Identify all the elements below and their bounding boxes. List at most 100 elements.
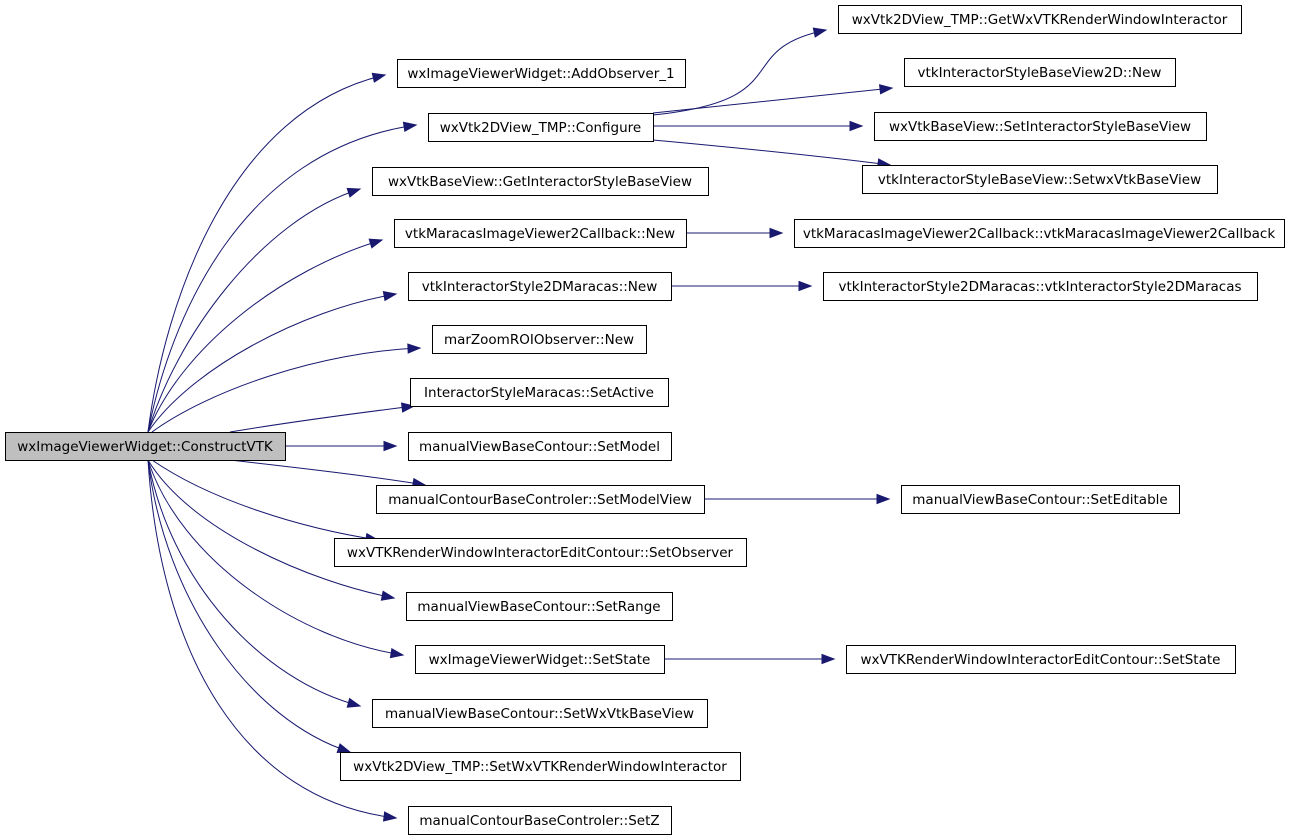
node-label: marZoomROIObserver::New xyxy=(444,332,634,348)
node-label: manualContourBaseControler::SetModelView xyxy=(388,492,692,508)
node-getistyle[interactable]: wxVtkBaseView::GetInteractorStyleBaseVie… xyxy=(372,167,709,196)
node-addobs[interactable]: wxImageViewerWidget::AddObserver_1 xyxy=(397,59,686,88)
arrowhead xyxy=(382,811,398,822)
edge-line xyxy=(229,459,426,486)
edge-is2dnew-to-is2dctor xyxy=(671,280,813,292)
node-box[interactable] xyxy=(428,113,654,142)
arrowhead xyxy=(402,121,418,132)
edge-configure-to-bv2dnew xyxy=(652,84,894,114)
edge-setmodelview-to-seteditable xyxy=(704,493,891,505)
node-setwxvtk[interactable]: manualViewBaseContour::SetWxVtkBaseView xyxy=(372,699,708,728)
node-label: manualViewBaseContour::SetEditable xyxy=(912,492,1167,508)
node-setobserver[interactable]: wxVTKRenderWindowInteractorEditContour::… xyxy=(334,538,747,567)
node-box[interactable] xyxy=(5,432,286,461)
node-box[interactable] xyxy=(794,219,1285,248)
node-box[interactable] xyxy=(410,378,669,407)
node-box[interactable] xyxy=(901,485,1180,514)
arrowhead xyxy=(769,227,784,239)
node-label: manualViewBaseContour::SetModel xyxy=(419,439,660,455)
node-box[interactable] xyxy=(372,699,708,728)
node-box[interactable] xyxy=(862,165,1218,194)
node-box[interactable] xyxy=(846,645,1236,674)
node-box[interactable] xyxy=(340,752,741,781)
node-setz[interactable]: manualContourBaseControler::SetZ xyxy=(408,806,672,835)
node-is2dctor[interactable]: vtkInteractorStyle2DMaracas::vtkInteract… xyxy=(823,272,1258,301)
node-label: wxVTKRenderWindowInteractorEditContour::… xyxy=(861,652,1221,668)
edge-root-to-setobserver xyxy=(151,459,380,544)
node-label: vtkInteractorStyle2DMaracas::vtkInteract… xyxy=(839,279,1242,295)
node-box[interactable] xyxy=(376,485,705,514)
node-setrwi[interactable]: wxVtk2DView_TMP::SetWxVTKRenderWindowInt… xyxy=(340,752,741,781)
edge-root-to-setmodel xyxy=(285,440,398,452)
edge-line xyxy=(151,459,379,541)
node-label: wxVtkBaseView::SetInteractorStyleBaseVie… xyxy=(889,119,1191,135)
node-label: wxImageViewerWidget::AddObserver_1 xyxy=(407,66,674,82)
node-box[interactable] xyxy=(372,167,709,196)
node-label: vtkInteractorStyle2DMaracas::New xyxy=(422,279,658,295)
node-setstate2[interactable]: wxVTKRenderWindowInteractorEditContour::… xyxy=(846,645,1236,674)
node-setmodel[interactable]: manualViewBaseContour::SetModel xyxy=(408,432,672,461)
edge-root-to-zoomnew xyxy=(151,343,422,433)
edge-line xyxy=(151,347,421,433)
edge-root-to-setrwi xyxy=(147,459,352,754)
node-getrwi[interactable]: wxVtk2DView_TMP::GetWxVTKRenderWindowInt… xyxy=(838,5,1242,34)
node-box[interactable] xyxy=(432,325,647,354)
edge-root-to-setactive xyxy=(229,402,416,433)
node-box[interactable] xyxy=(397,59,686,88)
node-setmodelview[interactable]: manualContourBaseControler::SetModelView xyxy=(376,485,705,514)
arrowhead xyxy=(382,290,398,302)
node-is2dnew[interactable]: vtkInteractorStyle2DMaracas::New xyxy=(408,272,672,301)
arrowhead xyxy=(368,238,384,249)
node-box[interactable] xyxy=(415,645,665,674)
node-setrange[interactable]: manualViewBaseContour::SetRange xyxy=(406,592,673,621)
node-root[interactable]: wxImageViewerWidget::ConstructVTK xyxy=(5,432,286,461)
arrowhead xyxy=(849,120,864,132)
node-box[interactable] xyxy=(408,432,672,461)
edge-line xyxy=(147,459,397,819)
arrowhead xyxy=(346,187,362,198)
node-setwxbase[interactable]: vtkInteractorStyleBaseView::SetwxVtkBase… xyxy=(862,165,1218,194)
arrowhead xyxy=(371,72,387,83)
node-configure[interactable]: wxVtk2DView_TMP::Configure xyxy=(428,113,654,142)
node-seteditable[interactable]: manualViewBaseContour::SetEditable xyxy=(901,485,1180,514)
node-mivcbnew[interactable]: vtkMaracasImageViewer2Callback::New xyxy=(394,219,687,248)
node-setstate[interactable]: wxImageViewerWidget::SetState xyxy=(415,645,665,674)
arrowhead xyxy=(383,440,398,452)
arrowhead xyxy=(798,280,813,292)
edge-line xyxy=(652,87,893,114)
edge-line xyxy=(652,29,827,116)
node-box[interactable] xyxy=(394,219,687,248)
node-label: wxImageViewerWidget::ConstructVTK xyxy=(17,439,274,455)
edge-root-to-mivcbnew xyxy=(147,238,384,433)
node-setactive[interactable]: InteractorStyleMaracas::SetActive xyxy=(410,378,669,407)
node-mivcbctor[interactable]: vtkMaracasImageViewer2Callback::vtkMarac… xyxy=(794,219,1285,248)
node-box[interactable] xyxy=(406,592,673,621)
node-box[interactable] xyxy=(408,272,672,301)
node-box[interactable] xyxy=(904,58,1176,87)
arrowhead xyxy=(407,343,422,354)
arrowhead xyxy=(389,647,405,659)
edge-line xyxy=(147,293,397,433)
node-zoomnew[interactable]: marZoomROIObserver::New xyxy=(432,325,647,354)
node-label: vtkInteractorStyleBaseView::SetwxVtkBase… xyxy=(878,172,1201,188)
node-box[interactable] xyxy=(408,806,672,835)
edge-line xyxy=(147,74,386,433)
edge-configure-to-getrwi xyxy=(652,27,828,116)
node-label: wxImageViewerWidget::SetState xyxy=(429,652,651,668)
node-setistyle[interactable]: wxVtkBaseView::SetInteractorStyleBaseVie… xyxy=(874,112,1207,141)
node-label: manualContourBaseControler::SetZ xyxy=(419,813,659,829)
edge-line xyxy=(147,124,417,433)
node-bv2dnew[interactable]: vtkInteractorStyleBaseView2D::New xyxy=(904,58,1176,87)
edge-root-to-getistyle xyxy=(147,187,362,433)
edge-root-to-setmodelview xyxy=(229,459,427,489)
arrowhead xyxy=(380,590,396,601)
node-box[interactable] xyxy=(874,112,1207,141)
edge-line xyxy=(147,188,361,433)
edge-root-to-configure xyxy=(147,121,418,433)
edge-setstate-to-setstate2 xyxy=(664,653,836,665)
node-box[interactable] xyxy=(823,272,1258,301)
node-label: wxVtk2DView_TMP::GetWxVTKRenderWindowInt… xyxy=(852,12,1228,28)
node-box[interactable] xyxy=(334,538,747,567)
node-box[interactable] xyxy=(838,5,1242,34)
edge-configure-to-setistyle xyxy=(653,120,864,132)
